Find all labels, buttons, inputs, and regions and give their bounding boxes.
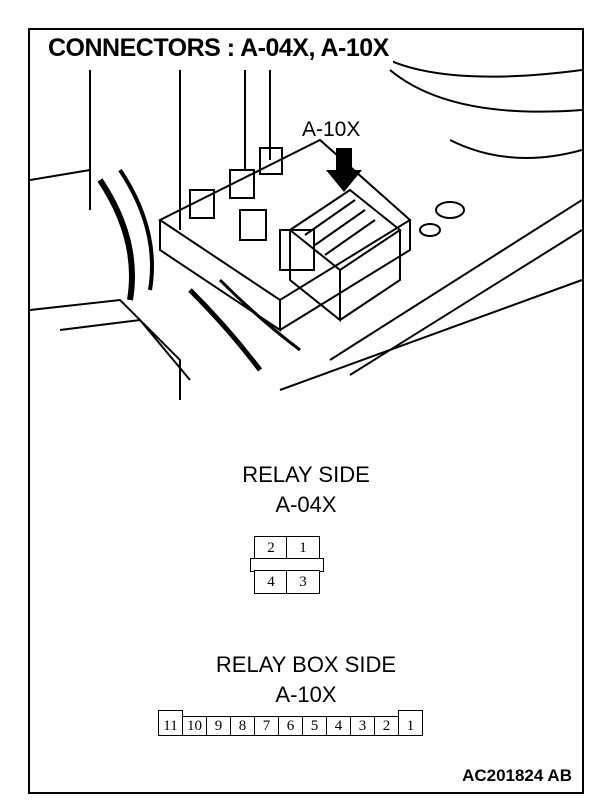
pin-cell: 2	[254, 536, 288, 560]
relay-box-side-title: RELAY BOX SIDE	[215, 652, 397, 677]
pin-cell: 3	[286, 570, 320, 594]
relay-box-side-connector: A-10X	[275, 682, 337, 707]
callout-label: A-10X	[302, 118, 361, 141]
pin-cell: 1	[286, 536, 320, 560]
pin-cell: 4	[326, 716, 351, 736]
pin-cell: 6	[278, 716, 303, 736]
pin-cell: 5	[302, 716, 327, 736]
pin-cell: 8	[230, 716, 255, 736]
pin-cell: 11	[158, 710, 183, 736]
pin-cell: 2	[374, 716, 399, 736]
pin-cell: 1	[398, 710, 423, 736]
pin-cell: 10	[182, 716, 207, 736]
relay-side-connector: A-04X	[275, 492, 337, 517]
pin-cell: 3	[350, 716, 375, 736]
connector-a04x-face: 2 1 4 3	[250, 536, 324, 596]
diagram-title: CONNECTORS : A-04X, A-10X	[44, 34, 393, 63]
engine-bay-illustration	[30, 49, 582, 400]
relay-side-title: RELAY SIDE	[242, 462, 370, 487]
pin-cell: 7	[254, 716, 279, 736]
relay-side-heading: RELAY SIDE A-04X	[30, 460, 582, 520]
diagram-frame: CONNECTORS : A-04X, A-10X	[28, 28, 584, 794]
figure-code: AC201824 AB	[462, 766, 572, 785]
pin-cell: 4	[254, 570, 288, 594]
pin-cell: 9	[206, 716, 231, 736]
relay-box-side-heading: RELAY BOX SIDE A-10X	[30, 650, 582, 710]
